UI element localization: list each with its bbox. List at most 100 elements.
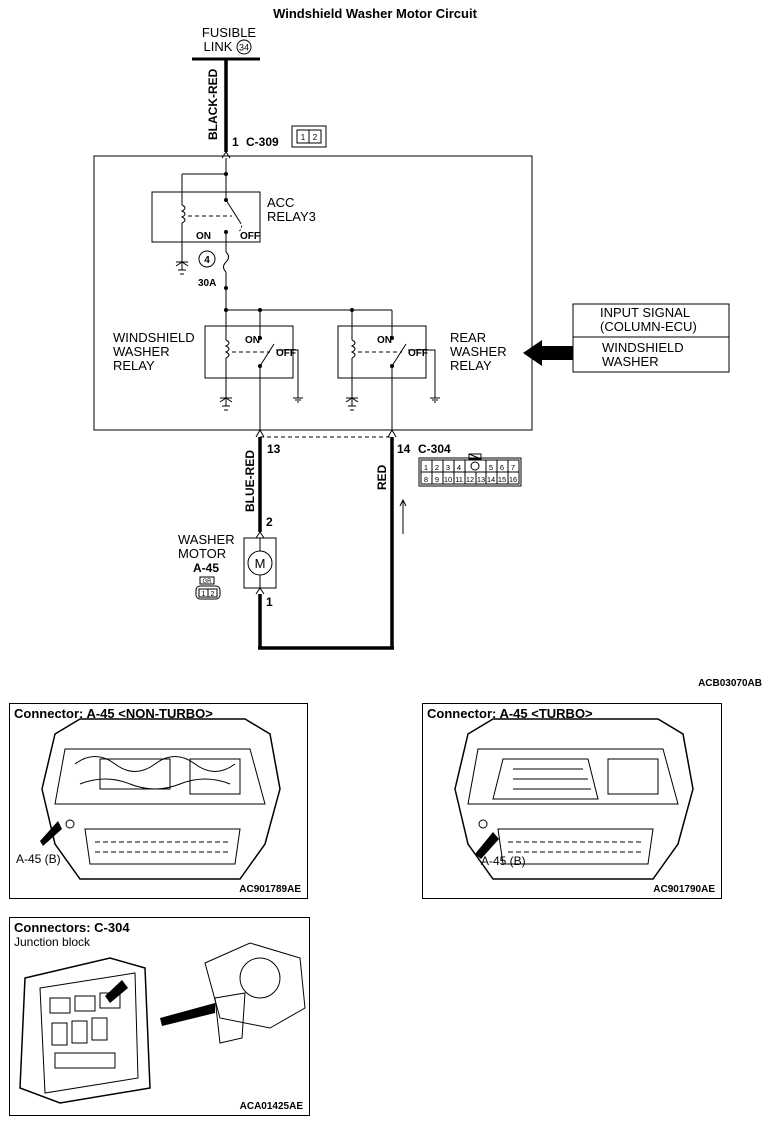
fuse-number-circle	[198, 250, 216, 268]
connector-location-label: A-45 (B)	[16, 852, 61, 866]
motor-pin-2: 2	[266, 515, 273, 529]
fuse-rating: 30A	[198, 278, 216, 289]
fuse-number: 4	[204, 255, 210, 266]
fusible-link-label-2: LINK	[204, 39, 233, 54]
c304-pin-14: 14	[397, 442, 411, 456]
svg-text:1: 1	[301, 133, 306, 142]
c309-connector-icon	[291, 125, 327, 148]
panel-subtitle: Junction block	[14, 935, 91, 949]
acc-relay-box	[151, 191, 261, 243]
a45-connector-icon	[195, 585, 221, 600]
acc-relay-label-1: ACC	[267, 195, 294, 210]
windshield-relay-off: OFF	[276, 348, 296, 359]
connector-panel-a45-turbo: Connector: A-45 <TURBO> A-45 (B) AC90179…	[422, 703, 722, 899]
figure-code: ACA01425AE	[239, 1101, 303, 1112]
wire-label-red: RED	[375, 464, 389, 490]
svg-text:9: 9	[435, 475, 439, 484]
c309-pin: 1	[232, 135, 239, 149]
c304-name: C-304	[418, 442, 451, 456]
fuse-icon	[223, 251, 229, 273]
ground-icon	[293, 397, 303, 403]
svg-text:15: 15	[498, 475, 506, 484]
svg-text:2: 2	[435, 463, 439, 472]
input-signal-label-1: INPUT SIGNAL	[600, 305, 690, 320]
svg-text:5: 5	[489, 463, 493, 472]
motor-symbol: M	[255, 556, 266, 571]
windshield-relay-on: ON	[245, 335, 260, 346]
svg-text:14: 14	[487, 475, 495, 484]
engine-bay-illustration	[454, 718, 694, 880]
rear-relay-on: ON	[377, 335, 392, 346]
connector-panel-a45-non-turbo: Connector: A-45 <NON-TURBO> A-45 (B) AC9…	[9, 703, 308, 899]
windshield-relay-label-2: WASHER	[113, 344, 170, 359]
fusible-link-number-circle	[236, 39, 252, 55]
ground-icon	[176, 261, 188, 275]
washer-motor-label-1: WASHER	[178, 532, 235, 547]
ground-icon	[346, 397, 358, 411]
fusible-link-label-1: FUSIBLE	[202, 25, 257, 40]
location-arrow-icon	[40, 821, 62, 846]
figure-code: AC901789AE	[239, 884, 301, 895]
windshield-relay-switch-icon	[259, 343, 275, 367]
acc-relay-switch-icon	[225, 199, 241, 223]
svg-text:6: 6	[500, 463, 504, 472]
wire-label-black-red: BLACK-RED	[206, 68, 220, 140]
rear-relay-label-2: WASHER	[450, 344, 507, 359]
acc-relay-on: ON	[196, 231, 211, 242]
windshield-relay-label-3: RELAY	[113, 358, 155, 373]
acc-relay-coil-icon	[180, 204, 186, 224]
engine-bay-illustration	[40, 718, 281, 880]
c304-pin-13: 13	[267, 442, 281, 456]
diagram-code: ACB03070AB	[698, 678, 762, 689]
washer-motor-label-2: MOTOR	[178, 546, 226, 561]
junction-block-illustration	[19, 942, 306, 1104]
rear-relay-label-3: RELAY	[450, 358, 492, 373]
c309-name: C-309	[246, 135, 279, 149]
svg-text:GR: GR	[203, 579, 213, 585]
svg-text:3: 3	[446, 463, 450, 472]
connector-location-label: A-45 (B)	[481, 854, 526, 868]
svg-text:7: 7	[511, 463, 515, 472]
panel-title: Connector: A-45 <NON-TURBO>	[14, 706, 213, 721]
svg-text:11: 11	[455, 475, 463, 484]
figure-code: AC901790AE	[653, 884, 715, 895]
wire-label-blue-red: BLUE-RED	[243, 450, 257, 512]
input-signal-label-4: WASHER	[602, 354, 659, 369]
fusible-link-number: 34	[239, 43, 249, 53]
svg-text:16: 16	[509, 475, 517, 484]
input-arrow-icon	[523, 340, 573, 366]
windshield-relay-box	[204, 325, 294, 379]
acc-relay-label-2: RELAY3	[267, 209, 316, 224]
windshield-relay-label-1: WINDSHIELD	[113, 330, 195, 345]
svg-text:10: 10	[444, 475, 452, 484]
diagram-title: Windshield Washer Motor Circuit	[273, 6, 477, 21]
motor-pin-1: 1	[266, 595, 273, 609]
c304-connector-icon	[418, 453, 522, 487]
rear-relay-switch-icon	[391, 343, 407, 367]
input-signal-label-2: (COLUMN-ECU)	[600, 319, 697, 334]
rear-relay-off: OFF	[408, 348, 428, 359]
svg-text:8: 8	[424, 475, 428, 484]
rear-relay-box	[337, 325, 427, 379]
ground-icon	[220, 397, 232, 411]
svg-text:1: 1	[424, 463, 428, 472]
panel-title: Connectors: C-304	[14, 920, 130, 935]
acc-relay-off: OFF	[240, 231, 260, 242]
svg-text:2: 2	[313, 133, 318, 142]
rear-relay-label-1: REAR	[450, 330, 486, 345]
location-arrow-icon	[105, 980, 128, 1003]
junction-block-outline	[93, 155, 533, 431]
windshield-relay-coil-icon	[224, 339, 230, 359]
ground-icon	[430, 397, 440, 403]
svg-text:1: 1	[202, 591, 206, 598]
location-arrow-icon	[475, 832, 499, 859]
svg-text:13: 13	[477, 475, 485, 484]
svg-text:2: 2	[211, 591, 215, 598]
input-signal-label-3: WINDSHIELD	[602, 340, 684, 355]
svg-text:12: 12	[466, 475, 474, 484]
washer-motor-connector: A-45	[193, 561, 219, 575]
panel-title: Connector: A-45 <TURBO>	[427, 706, 593, 721]
svg-text:4: 4	[457, 463, 461, 472]
rear-relay-coil-icon	[350, 339, 356, 359]
